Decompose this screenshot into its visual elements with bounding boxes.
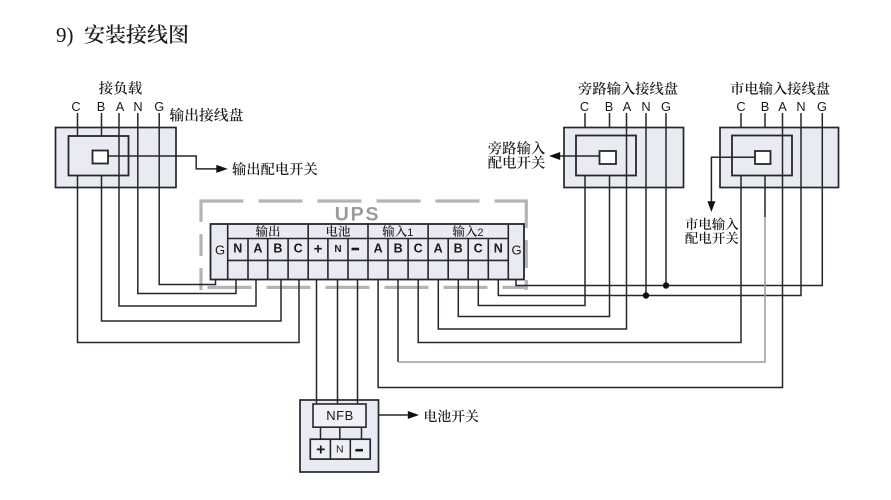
svg-text:G: G — [154, 99, 164, 114]
svg-text:G: G — [215, 243, 225, 258]
svg-text:A: A — [778, 99, 787, 114]
svg-text:B: B — [97, 99, 106, 114]
svg-text:B: B — [394, 242, 403, 256]
svg-text:B: B — [605, 99, 614, 114]
svg-text:N: N — [133, 99, 142, 114]
svg-text:1: 1 — [407, 227, 413, 239]
svg-text:2: 2 — [477, 227, 483, 239]
svg-text:N: N — [494, 242, 503, 256]
svg-text:NFB: NFB — [326, 408, 354, 423]
svg-text:A: A — [116, 99, 125, 114]
svg-text:N: N — [336, 443, 344, 455]
svg-text:+: + — [316, 442, 325, 459]
svg-text:A: A — [374, 242, 383, 256]
svg-text:B: B — [761, 99, 770, 114]
svg-text:N: N — [641, 99, 650, 114]
svg-text:A: A — [434, 242, 443, 256]
svg-text:UPS: UPS — [335, 203, 381, 225]
svg-text:G: G — [817, 99, 827, 114]
svg-text:N: N — [796, 99, 805, 114]
svg-text:G: G — [661, 99, 671, 114]
svg-text:G: G — [511, 243, 521, 258]
svg-text:B: B — [273, 242, 282, 256]
svg-text:9): 9) — [56, 23, 74, 47]
svg-text:A: A — [623, 99, 632, 114]
svg-text:C: C — [474, 242, 483, 256]
svg-text:N: N — [334, 244, 341, 255]
svg-text:C: C — [580, 99, 589, 114]
svg-text:C: C — [414, 242, 423, 256]
svg-text:+: + — [314, 241, 323, 258]
svg-text:A: A — [253, 242, 262, 256]
svg-text:C: C — [71, 99, 80, 114]
svg-text:N: N — [233, 242, 242, 256]
svg-text:C: C — [294, 242, 303, 256]
svg-text:C: C — [736, 99, 745, 114]
svg-text:B: B — [454, 242, 463, 256]
